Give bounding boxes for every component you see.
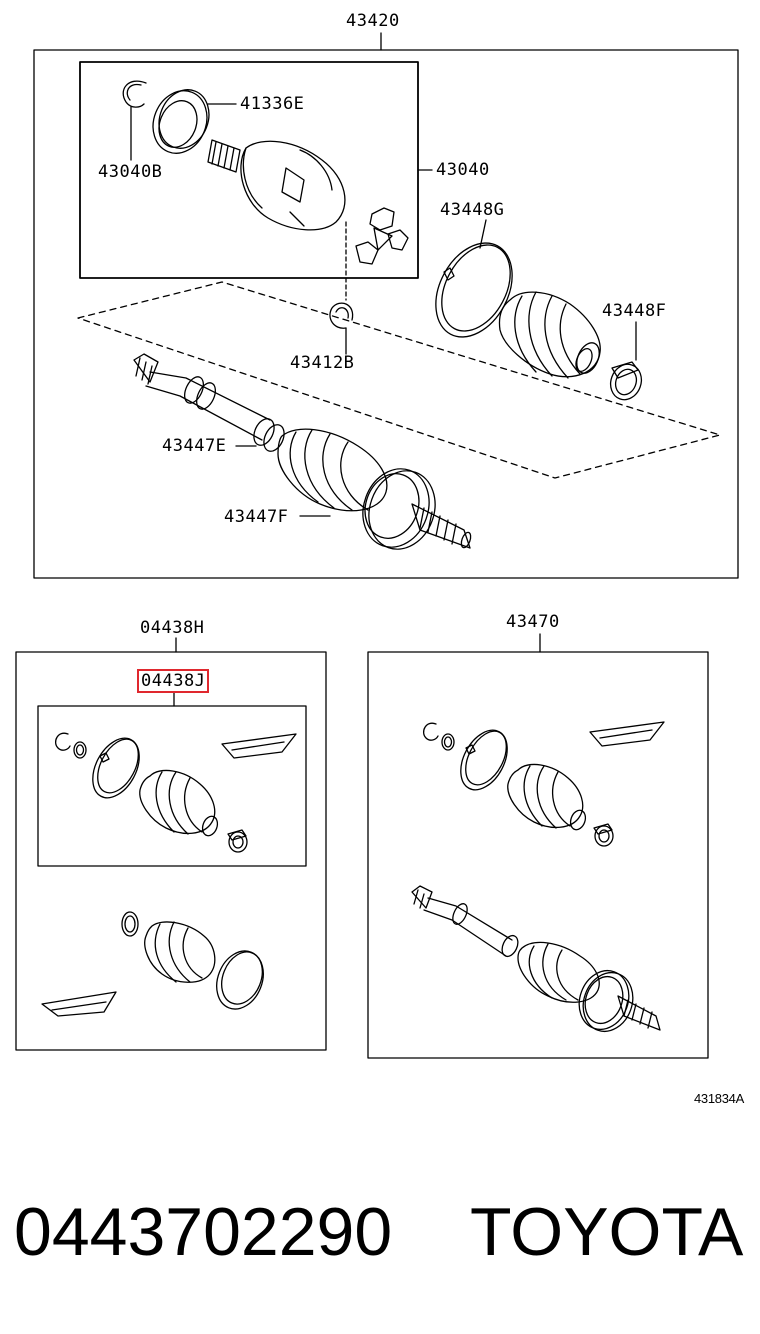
label-43447e: 43447E <box>162 436 227 456</box>
diagram-code: 431834A <box>694 1091 744 1106</box>
label-43420: 43420 <box>346 11 400 31</box>
dashed-boot-region <box>77 281 721 479</box>
assy-43470-shaft <box>411 885 661 1033</box>
boot-inboard <box>498 291 601 379</box>
band-clamp-43448g <box>435 219 513 338</box>
label-43412b: 43412B <box>290 353 355 373</box>
kit-h-parts <box>41 911 264 1017</box>
label-43447f: 43447F <box>224 507 289 527</box>
highlight-04438j <box>137 669 209 693</box>
drive-shaft <box>133 353 285 452</box>
snap-ring-43412b <box>329 302 354 355</box>
label-41336e: 41336E <box>240 94 305 114</box>
assy-43470-boot-kit <box>422 721 665 847</box>
band-clamp-43448f <box>609 321 643 401</box>
oil-seal-41336e <box>152 89 237 154</box>
label-43470: 43470 <box>506 612 560 632</box>
label-43040: 43040 <box>436 160 490 180</box>
label-04438j: 04438J <box>141 671 206 691</box>
boot-outboard <box>277 428 388 512</box>
tripod-spider <box>345 207 409 301</box>
label-43448f: 43448F <box>602 301 667 321</box>
label-43040b: 43040B <box>98 162 163 182</box>
assembly-43420-frame <box>33 32 739 579</box>
cv-outer-joint <box>299 468 472 550</box>
label-43448g: 43448G <box>440 200 505 220</box>
label-04438h: 04438H <box>140 618 205 638</box>
kit-04438h-frame <box>15 637 327 1051</box>
assembly-43470-frame <box>367 633 709 1059</box>
snap-ring-43040b <box>122 80 147 161</box>
part-number: 0443702290 <box>14 1194 393 1270</box>
brand-name: TOYOTA <box>470 1194 744 1270</box>
kit-j-parts <box>54 732 297 853</box>
kit-04438j-frame <box>37 691 307 867</box>
joint-housing-43040 <box>207 139 433 231</box>
